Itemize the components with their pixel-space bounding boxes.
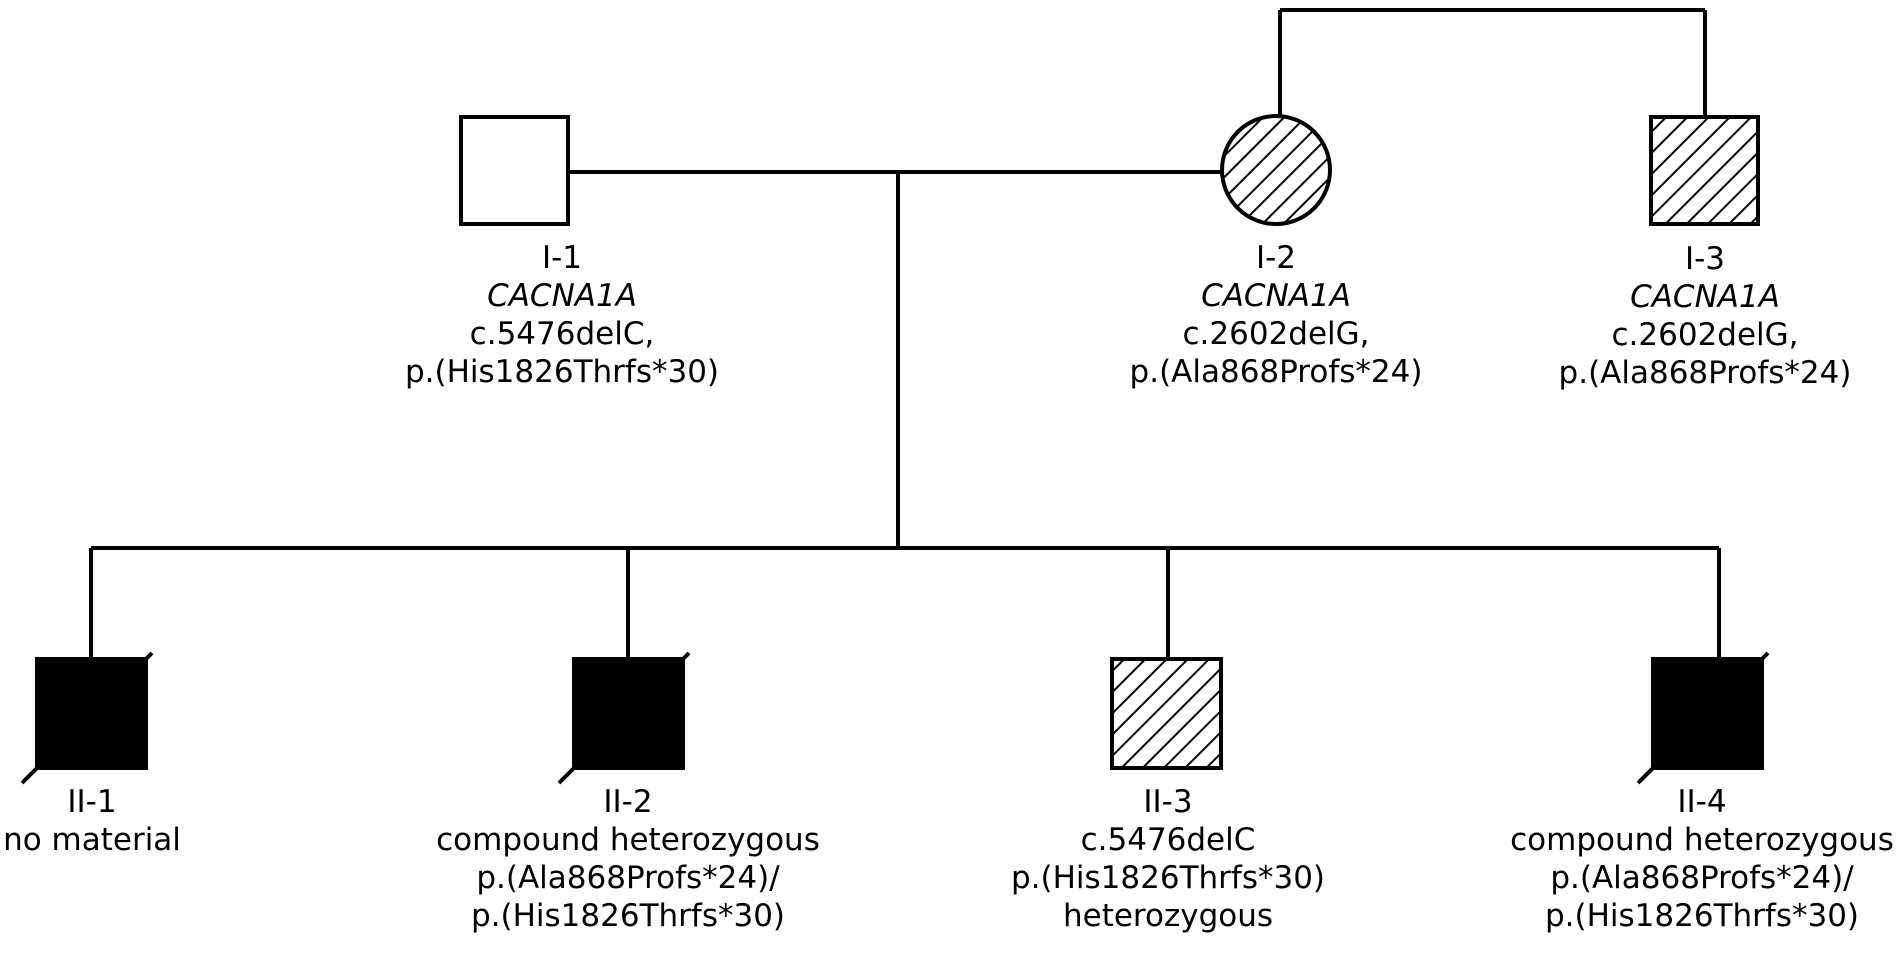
deceased-mark-II-1: [20, 651, 154, 785]
variant-line: p.(Ala868Profs*24)/: [1550, 860, 1854, 896]
label-I-3: I-3 CACNA1A c.2602delG, p.(Ala868Profs*2…: [1505, 240, 1902, 392]
variant-line: compound heterozygous: [1510, 822, 1894, 858]
deceased-mark-II-2: [557, 651, 691, 785]
variant-line: no material: [3, 822, 181, 858]
gene-name: CACNA1A: [1201, 278, 1351, 314]
deceased-mark-II-4: [1636, 651, 1770, 785]
variant-line: p.(His1826Thrfs*30): [470, 898, 786, 934]
individual-I-1-symbol: [459, 115, 570, 226]
variant-line: compound heterozygous: [436, 822, 820, 858]
individual-I-2-symbol: [1220, 114, 1332, 226]
individual-id: I-2: [1255, 240, 1297, 276]
variant-line: c.2602delG,: [1611, 317, 1799, 353]
individual-id: II-2: [603, 784, 653, 820]
individual-id: II-1: [67, 784, 117, 820]
individual-id: I-3: [1684, 241, 1726, 277]
variant-line: p.(His1826Thrfs*30): [1544, 898, 1860, 934]
label-II-1: II-1 no material: [0, 783, 184, 859]
individual-I-3-symbol: [1649, 115, 1760, 226]
variant-line: c.5476delC,: [469, 316, 655, 352]
variant-line: p.(Ala868Profs*24): [1129, 354, 1423, 390]
individual-id: II-4: [1677, 784, 1727, 820]
variant-line: c.2602delG,: [1182, 316, 1370, 352]
variant-line: p.(Ala868Profs*24): [1558, 355, 1852, 391]
variant-line: p.(His1826Thrfs*30): [404, 354, 720, 390]
label-II-4: II-4 compound heterozygous p.(Ala868Prof…: [1502, 783, 1902, 935]
label-II-2: II-2 compound heterozygous p.(Ala868Prof…: [428, 783, 828, 935]
variant-line: heterozygous: [1062, 898, 1274, 934]
variant-line: c.5476delC: [1080, 822, 1256, 858]
variant-line: p.(His1826Thrfs*30): [1010, 860, 1326, 896]
label-I-2: I-2 CACNA1A c.2602delG, p.(Ala868Profs*2…: [1076, 239, 1476, 391]
variant-line: p.(Ala868Profs*24)/: [476, 860, 780, 896]
gene-name: CACNA1A: [1630, 279, 1780, 315]
pedigree-lines: [89, 8, 1721, 659]
individual-id: I-1: [541, 240, 583, 276]
label-II-3: II-3 c.5476delC p.(His1826Thrfs*30) hete…: [968, 783, 1368, 935]
gene-name: CACNA1A: [487, 278, 637, 314]
individual-id: II-3: [1143, 784, 1193, 820]
label-I-1: I-1 CACNA1A c.5476delC, p.(His1826Thrfs*…: [362, 239, 762, 391]
individual-II-3-symbol: [1110, 657, 1223, 770]
